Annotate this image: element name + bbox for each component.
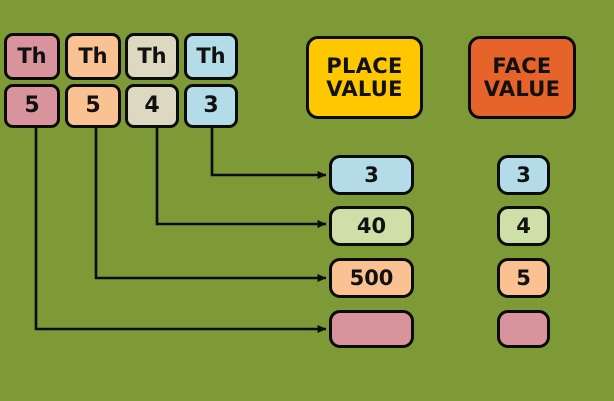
- place-value-box-1[interactable]: 40: [329, 206, 414, 246]
- place-header-label: Th: [17, 44, 47, 69]
- face-value-header-line2: VALUE: [483, 76, 561, 101]
- place-value-header[interactable]: PLACE VALUE: [306, 36, 423, 119]
- place-header-label: Th: [78, 44, 108, 69]
- place-header-3[interactable]: Th: [184, 33, 238, 80]
- face-value-header[interactable]: FACE VALUE: [468, 36, 576, 119]
- face-value-box-0[interactable]: 3: [497, 155, 550, 195]
- place-value-label: 500: [349, 265, 394, 290]
- place-header-0[interactable]: Th: [4, 33, 60, 80]
- place-value-label: 40: [356, 213, 387, 238]
- face-value-box-1[interactable]: 4: [497, 206, 550, 246]
- place-value-header-line2: VALUE: [326, 76, 403, 101]
- digit-label: 3: [203, 93, 219, 119]
- connector-arrow-500: [94, 128, 327, 282]
- digit-label: 5: [24, 93, 40, 119]
- place-header-2[interactable]: Th: [125, 33, 179, 80]
- digit-label: 5: [85, 93, 101, 119]
- place-value-box-3[interactable]: [329, 310, 414, 348]
- place-header-label: Th: [196, 44, 226, 69]
- place-value-box-2[interactable]: 500: [329, 258, 414, 298]
- place-value-header-line1: PLACE: [326, 54, 403, 79]
- place-value-label: 3: [364, 162, 379, 187]
- face-value-header-line1: FACE: [492, 54, 552, 79]
- face-value-label: 3: [516, 162, 531, 187]
- place-header-1[interactable]: Th: [65, 33, 121, 80]
- face-value-label: 4: [516, 213, 531, 238]
- place-value-box-0[interactable]: 3: [329, 155, 414, 195]
- connector-arrow-3: [210, 128, 327, 179]
- digit-cell-1[interactable]: 5: [65, 84, 121, 128]
- place-header-label: Th: [137, 44, 167, 69]
- digit-cell-0[interactable]: 5: [4, 84, 60, 128]
- face-value-box-3[interactable]: [497, 310, 550, 348]
- face-value-box-2[interactable]: 5: [497, 258, 550, 298]
- face-value-label: 5: [516, 265, 531, 290]
- digit-cell-3[interactable]: 3: [184, 84, 238, 128]
- connector-arrow-40: [155, 128, 327, 228]
- digit-label: 4: [144, 93, 160, 119]
- connector-arrow-blank: [34, 128, 327, 333]
- digit-cell-2[interactable]: 4: [125, 84, 179, 128]
